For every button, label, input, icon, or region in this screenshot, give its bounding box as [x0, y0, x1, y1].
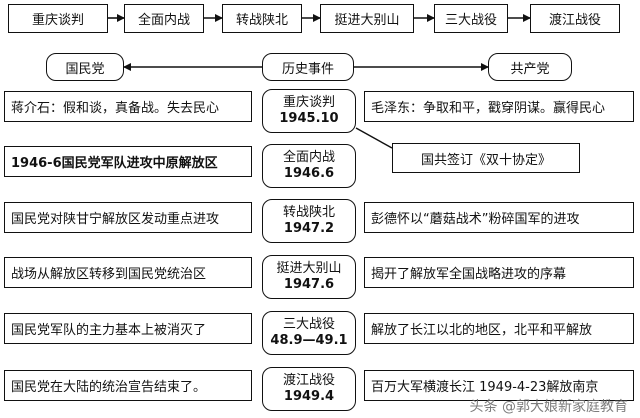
event-year: 1945.10 [279, 111, 339, 126]
kmt-row-6: 国民党在大陆的统治宣告结束了。 [4, 370, 252, 401]
event-year: 1949.4 [283, 389, 335, 404]
event-name: 全面内战 [282, 150, 335, 165]
header-cpc: 共产党 [488, 53, 572, 81]
flow-step-1: 重庆谈判 [8, 4, 108, 33]
cpc-row-5: 解放了长江以北的地区，北平和平解放 [364, 313, 634, 344]
event-name: 渡江战役 [282, 373, 335, 388]
flow-step-5: 三大战役 [434, 4, 508, 33]
event-row-6: 渡江战役 1949.4 [262, 367, 356, 411]
cpc-row-1: 毛泽东：争取和平，戳穿阴谋。赢得民心 [364, 91, 634, 122]
cpc-row-3: 彭德怀以“蘑菇战术”粉碎国军的进攻 [364, 202, 634, 233]
kmt-row-5: 国民党军队的主力基本上被消灭了 [4, 313, 252, 344]
header-events: 历史事件 [262, 53, 354, 81]
kmt-row-4: 战场从解放区转移到国民党统治区 [4, 257, 252, 288]
event-year: 1947.2 [283, 221, 335, 236]
event-year: 1947.6 [283, 277, 335, 292]
flow-step-2: 全面内战 [124, 4, 204, 33]
flow-step-4: 挺进大别山 [320, 4, 414, 33]
header-kmt: 国民党 [46, 53, 124, 81]
kmt-row-1: 蒋介石：假和谈，真备战。失去民心 [4, 91, 252, 122]
event-name: 转战陕北 [282, 205, 335, 220]
event-row-5: 三大战役 48.9—49.1 [262, 311, 356, 355]
kmt-row-2: 1946-6国民党军队进攻中原解放区 [4, 146, 252, 177]
flow-step-6: 渡江战役 [530, 4, 620, 33]
event-name: 挺进大别山 [276, 261, 342, 276]
cpc-row-4: 揭开了解放军全国战略进攻的序幕 [364, 257, 634, 288]
callout-box: 国共签订《双十协定》 [392, 143, 580, 173]
cpc-row-6: 百万大军横渡长江 1949-4-23解放南京 [364, 370, 634, 401]
event-row-4: 挺进大别山 1947.6 [262, 255, 356, 299]
callout-pointer [355, 127, 393, 149]
event-year: 48.9—49.1 [270, 333, 348, 348]
kmt-row-3: 国民党对陕甘宁解放区发动重点进攻 [4, 202, 252, 233]
event-row-2: 全面内战 1946.6 [262, 144, 356, 188]
event-row-3: 转战陕北 1947.2 [262, 199, 356, 243]
event-year: 1946.6 [283, 166, 335, 181]
event-row-1: 重庆谈判 1945.10 [262, 89, 356, 133]
event-name: 三大战役 [282, 317, 335, 332]
watermark-text: 头条 @郭大娘新家庭教育 [469, 399, 628, 415]
flow-step-3: 转战陕北 [222, 4, 302, 33]
event-name: 重庆谈判 [282, 95, 335, 110]
